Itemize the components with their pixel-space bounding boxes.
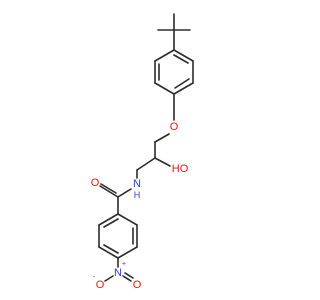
amide-group xyxy=(99,183,119,215)
bond xyxy=(104,275,114,282)
nitro-nitrogen-charge: + xyxy=(122,261,126,268)
nitro-nitrogen-label: N xyxy=(114,267,122,279)
ether-oxygen-label: O xyxy=(170,121,179,133)
atom-labels: O HO N H O N + O - O xyxy=(91,121,189,291)
nitro-double-bond xyxy=(124,272,134,279)
nitrobenzoyl-ring xyxy=(98,213,138,268)
carbonyl-double-bond xyxy=(100,183,117,194)
bond xyxy=(136,157,156,171)
bond xyxy=(154,82,175,95)
nitro-group xyxy=(104,272,134,282)
carbonyl-oxygen-label: O xyxy=(91,177,100,189)
bond xyxy=(99,185,119,198)
aromatic-bond xyxy=(174,78,190,89)
aromatic-bond xyxy=(103,244,119,254)
bond xyxy=(154,133,170,143)
amide-hydrogen-label: H xyxy=(134,190,141,200)
bond xyxy=(98,246,119,259)
nitro-oxygen-charge: - xyxy=(93,274,96,281)
molecule-structure-diagram: O HO N H O N + O - O xyxy=(91,13,194,291)
bond xyxy=(173,82,194,95)
phenoxy-ring xyxy=(154,49,194,95)
aromatic-bond xyxy=(173,54,189,64)
nitro-double-bond xyxy=(122,275,132,282)
linker-chain xyxy=(117,93,175,198)
aromatic-bond xyxy=(103,218,119,228)
bond xyxy=(117,213,138,226)
bond xyxy=(154,157,171,167)
hydroxyl-label: HO xyxy=(172,163,189,175)
tert-butyl-group xyxy=(157,13,191,51)
amide-nitrogen-label: N xyxy=(133,178,141,190)
nitro-oxygen-right-label: O xyxy=(133,279,142,291)
bond xyxy=(117,188,132,198)
bond xyxy=(173,49,194,62)
bond xyxy=(98,213,119,226)
bond xyxy=(117,246,138,259)
nitro-oxygen-left-label: O xyxy=(96,279,105,291)
bond xyxy=(154,49,175,62)
